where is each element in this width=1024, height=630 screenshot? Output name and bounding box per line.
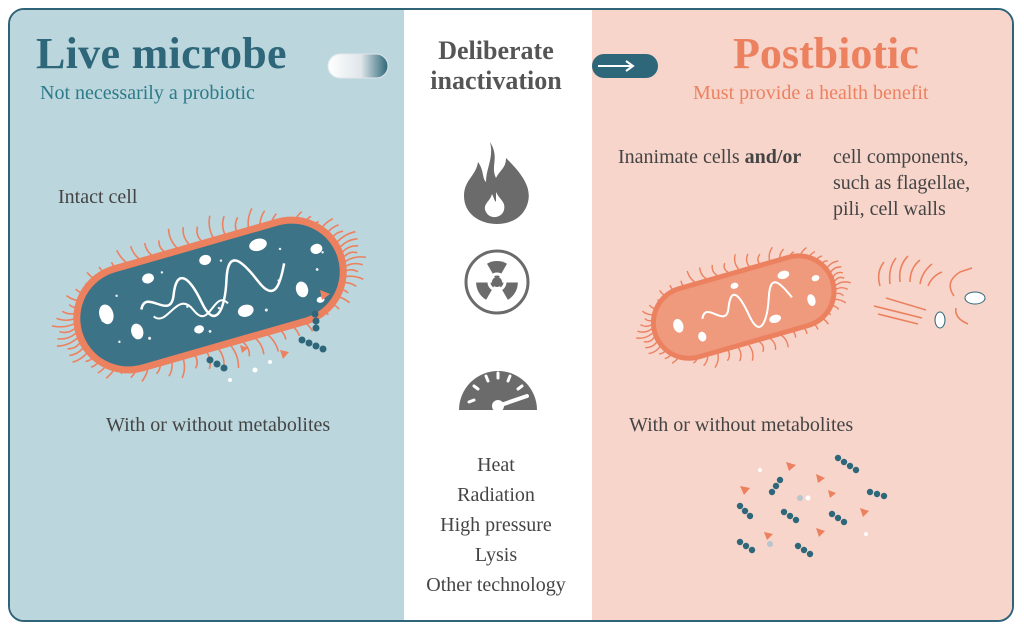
pilus-strand: [230, 345, 240, 368]
live-microbe-subtitle: Not necessarily a probiotic: [40, 82, 255, 104]
inactivation-title-line1: Deliberate: [438, 36, 554, 65]
pilus-strand: [208, 215, 214, 238]
method-other-technology: Other technology: [426, 574, 566, 596]
pilus-strand: [835, 281, 851, 286]
pilus-strand: [737, 347, 742, 362]
live-microbe-title: Live microbe: [36, 29, 287, 78]
intact-cell-label: Intact cell: [58, 186, 138, 208]
pilus-strand: [182, 227, 190, 245]
pilus-strand: [733, 254, 740, 270]
cell-components-label: cell components, such as flagellae, pili…: [833, 144, 970, 222]
pilus-strand: [723, 262, 729, 273]
method-radiation: Radiation: [457, 484, 535, 506]
pilus-strand: [344, 256, 367, 262]
components-line1: cell components,: [833, 146, 969, 168]
pilus-strand: [640, 323, 653, 328]
pilus-strand: [342, 244, 359, 253]
components-line3: pili, cell walls: [833, 198, 946, 220]
pilus-strand: [748, 344, 754, 361]
pilus-strand: [745, 253, 750, 267]
pilus-strand: [51, 322, 76, 328]
pilus-strand: [637, 328, 653, 333]
pilus-strand: [254, 337, 265, 355]
pilus-strand: [167, 228, 178, 249]
pilus-strand: [832, 271, 843, 278]
pilus-strand: [834, 276, 845, 282]
inactivation-methods-list: Heat Radiation High pressure Lysis Other…: [402, 450, 590, 600]
pilus-strand: [711, 264, 718, 277]
pilus-strand: [759, 341, 765, 353]
pilus-strand: [57, 332, 76, 340]
pilus-strand: [339, 237, 358, 249]
radiation-icon: [464, 249, 530, 315]
pilus-strand: [59, 328, 76, 334]
method-high-pressure: High pressure: [440, 514, 552, 536]
pilus-strand: [636, 332, 653, 339]
arrow-connector: [327, 53, 658, 79]
inactivated-bacterium-illustration: [636, 246, 851, 368]
inanimate-cells-label: Inanimate cells and/or: [618, 144, 801, 170]
pilus-strand: [643, 336, 655, 343]
cell-components-illustration: [873, 255, 986, 329]
live-bacterium-illustration: [51, 207, 367, 382]
pilus-strand: [344, 262, 363, 268]
pilus-strand: [221, 215, 226, 236]
pilus-strand: [834, 286, 849, 291]
method-lysis: Lysis: [474, 544, 518, 566]
pilus-strand: [242, 341, 251, 357]
right-metabolites-label: With or without metabolites: [629, 414, 854, 436]
pilus-strand: [343, 251, 358, 257]
pilus-strand: [56, 337, 78, 347]
pilus-strand: [769, 337, 777, 351]
pilus-strand: [196, 226, 202, 242]
inanimate-prefix: Inanimate cells: [618, 146, 745, 168]
left-metabolites-label: With or without metabolites: [106, 414, 331, 436]
postbiotic-subtitle: Must provide a health benefit: [693, 82, 929, 104]
inactivation-title-line2: inactivation: [430, 66, 562, 95]
flame-icon: [464, 142, 529, 224]
inactivation-title: Deliberate inactivation: [402, 36, 590, 96]
pressure-gauge-icon: [459, 371, 537, 412]
inactivation-panel: [404, 10, 592, 620]
metabolites-scatter: [736, 454, 888, 558]
components-line2: such as flagellae,: [833, 172, 971, 194]
and-or-text: and/or: [744, 146, 802, 168]
postbiotic-title: Postbiotic: [733, 29, 919, 78]
method-heat: Heat: [477, 454, 515, 476]
